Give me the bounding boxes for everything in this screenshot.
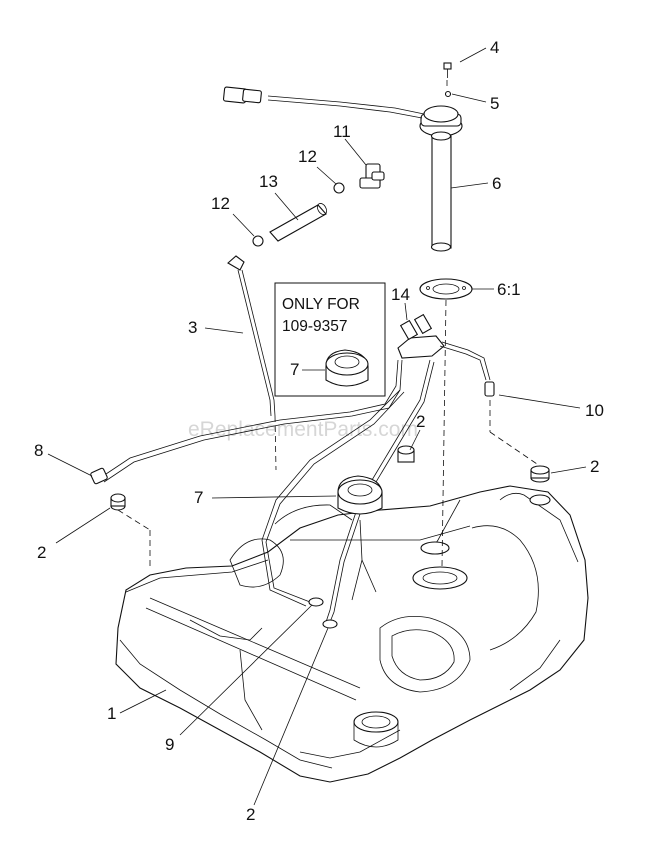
hose-clamp: [333, 182, 345, 194]
tee-fitting: [397, 313, 491, 381]
callout-13: 13: [259, 172, 278, 191]
return-hose: [99, 359, 399, 479]
callout-2-grommet-center: 2: [416, 412, 425, 431]
fuel-cap: [337, 475, 383, 601]
screw: [443, 62, 452, 78]
note-item-callout: 7: [290, 360, 299, 379]
callout-5: 5: [490, 94, 499, 113]
note-line-2: 109-9357: [282, 318, 348, 335]
vent-hose: [269, 204, 327, 242]
callout-6: 6: [492, 174, 501, 193]
washer: [444, 90, 452, 98]
hose-clamp: [252, 235, 264, 247]
callout-9: 9: [165, 735, 174, 754]
callout-6-1: 6:1: [497, 280, 521, 299]
callout-10: 10: [585, 401, 604, 420]
callout-8: 8: [34, 441, 43, 460]
callout-1: 1: [107, 704, 116, 723]
callout-12-upper: 12: [298, 147, 317, 166]
elbow-fitting: [90, 467, 108, 485]
fuel-line: [227, 255, 276, 417]
fuel-tank: [115, 485, 589, 783]
note-box: ONLY FOR 109-9357 7: [274, 282, 386, 397]
alt-fuel-cap: [325, 349, 369, 387]
callout-11: 11: [333, 122, 351, 141]
callout-7: 7: [194, 488, 203, 507]
callout-2-grommet-left: 2: [37, 543, 46, 562]
callout-12-lower: 12: [211, 194, 230, 213]
fitting: [359, 163, 385, 189]
note-line-1: ONLY FOR: [282, 296, 360, 313]
grommet: [530, 465, 550, 483]
callout-14: 14: [391, 285, 410, 304]
watermark: eReplacementParts.com: [188, 418, 418, 441]
grommet: [110, 493, 126, 511]
fuel-sender-unit: [222, 86, 463, 252]
check-valve: [484, 381, 495, 397]
callout-2-grommet-right: 2: [590, 457, 599, 476]
callout-4: 4: [490, 38, 499, 57]
grommet: [308, 597, 338, 629]
callout-3: 3: [188, 318, 197, 337]
grommet: [397, 445, 415, 463]
callout-2-grommet-bottom: 2: [246, 805, 255, 824]
gasket: [419, 278, 473, 300]
